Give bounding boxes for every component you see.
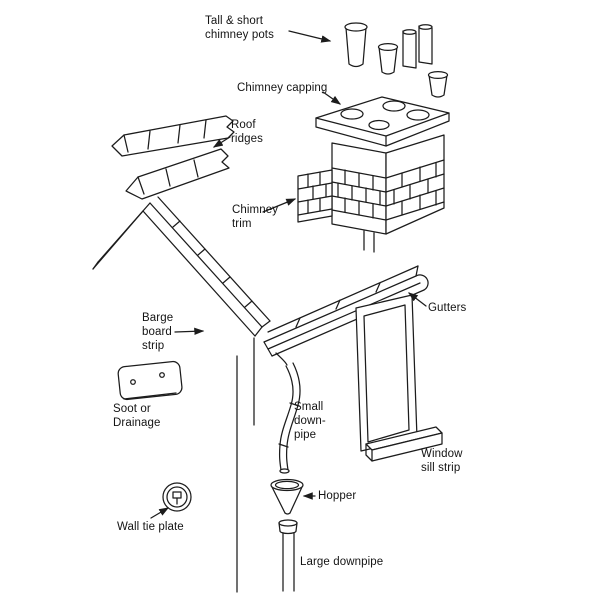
chimney-pots-arrow	[288, 30, 332, 43]
label-chimney-trim: Chimney trim	[232, 204, 279, 231]
label-barge-board: Barge board strip	[142, 312, 174, 353]
chimney-capping-arrow	[322, 91, 342, 105]
large-downpipe-drawing	[278, 519, 298, 592]
label-wall-tie-plate: Wall tie plate	[117, 521, 184, 533]
chimney-trim-arrow	[262, 198, 297, 213]
wall-tie-arrow	[150, 507, 170, 519]
wall-tie-plate-drawing	[162, 482, 192, 512]
roof-ridges-arrow	[212, 136, 231, 148]
label-chimney-pots: Tall & short chimney pots	[205, 15, 274, 42]
label-arrows	[150, 30, 427, 519]
soot-plate-drawing	[117, 360, 183, 401]
roof-barge-drawing	[92, 196, 271, 593]
label-window-sill: Window sill strip	[421, 448, 463, 475]
label-large-downpipe: Large downpipe	[300, 556, 384, 568]
small-downpipe-drawing	[278, 362, 301, 474]
barge-board-arrow	[174, 327, 205, 336]
gutters-arrow	[408, 292, 427, 307]
window-sill-drawing	[365, 426, 443, 462]
label-gutters: Gutters	[428, 302, 467, 314]
label-small-downpipe: Small down- pipe	[294, 401, 326, 442]
chimney-stack-drawing	[297, 134, 445, 253]
label-soot-drainage: Soot or Drainage	[113, 403, 161, 430]
window-frame-drawing	[355, 294, 418, 452]
chimney-capping-drawing	[315, 96, 450, 147]
label-hopper: Hopper	[318, 490, 357, 502]
label-chimney-capping: Chimney capping	[237, 82, 328, 94]
hopper-drawing	[270, 478, 304, 515]
label-roof-ridges: Roof ridges	[231, 119, 263, 146]
chimney-pots-drawing	[344, 22, 449, 98]
roof-ridges-drawing	[111, 115, 235, 200]
